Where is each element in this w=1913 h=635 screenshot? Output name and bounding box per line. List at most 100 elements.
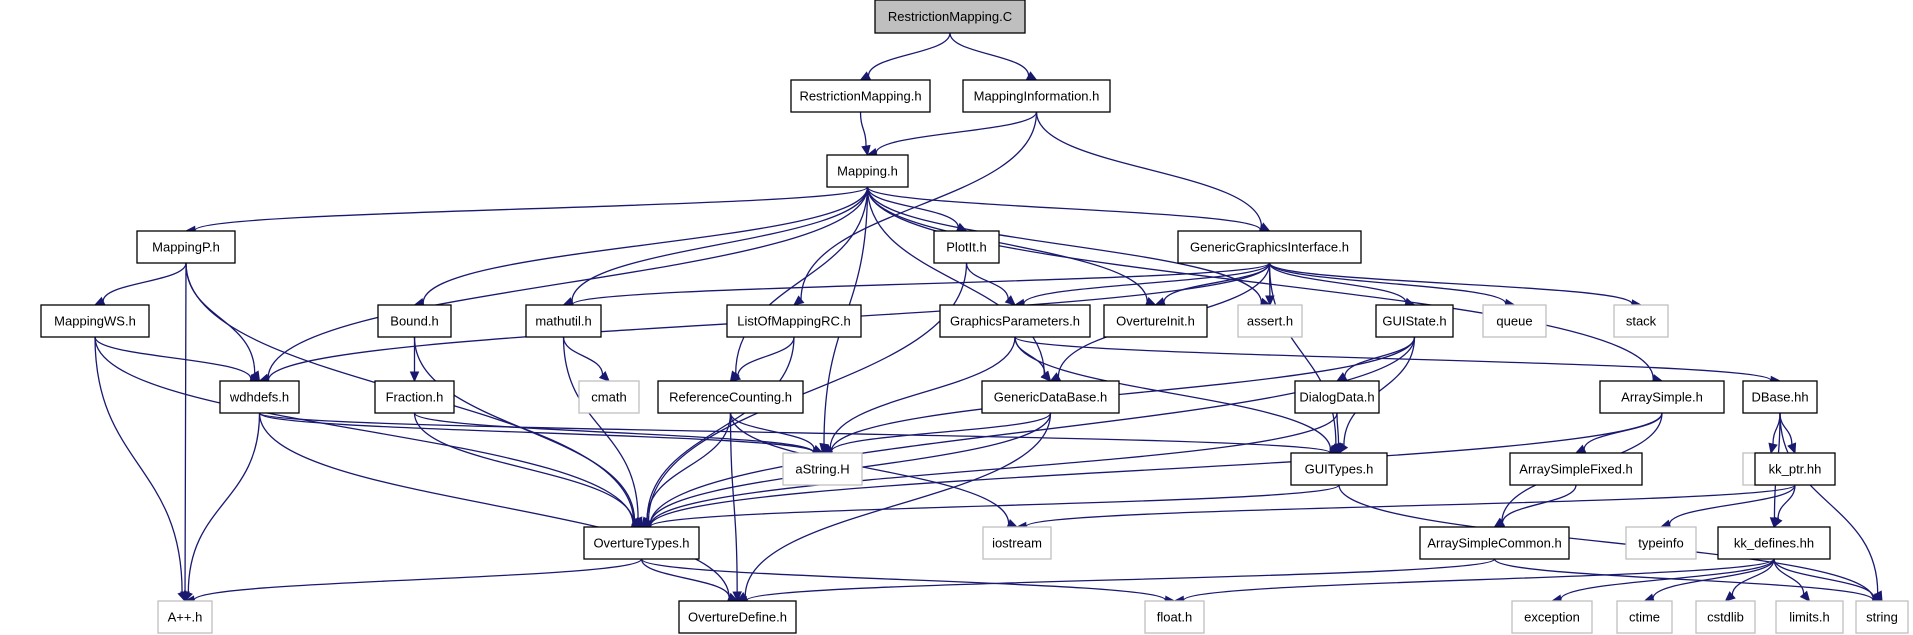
edge-refc-to-iostream	[729, 412, 1019, 528]
node-bound[interactable]: Bound.h	[377, 304, 452, 338]
node-kkptr[interactable]: kk_ptr.hh	[1754, 452, 1836, 486]
edge-mapping-to-mathutil	[562, 186, 869, 307]
node-mathutil[interactable]: mathutil.h	[525, 304, 602, 338]
node-ctime[interactable]: ctime	[1616, 600, 1673, 634]
node-label: PlotIt.h	[946, 240, 986, 255]
node-label: GUITypes.h	[1305, 462, 1374, 477]
node-box	[1616, 600, 1673, 634]
node-box	[678, 600, 797, 634]
node-cstdlib[interactable]: cstdlib	[1695, 600, 1756, 634]
node-ggi[interactable]: GenericGraphicsInterface.h	[1177, 230, 1362, 264]
node-box	[1754, 452, 1836, 486]
node-limits[interactable]: limits.h	[1775, 600, 1844, 634]
node-label: mathutil.h	[535, 314, 591, 329]
node-box	[1695, 600, 1756, 634]
node-box	[1237, 304, 1303, 338]
node-label: Mapping.h	[837, 164, 898, 179]
node-label: iostream	[992, 536, 1042, 551]
node-label: GraphicsParameters.h	[950, 314, 1080, 329]
node-label: wdhdefs.h	[229, 390, 289, 405]
node-box	[1375, 304, 1454, 338]
node-guitypes[interactable]: GUITypes.h	[1290, 452, 1388, 486]
node-refc[interactable]: ReferenceCounting.h	[657, 380, 804, 414]
node-box	[1290, 452, 1388, 486]
node-oinit[interactable]: OvertureInit.h	[1103, 304, 1208, 338]
node-label: ArraySimpleCommon.h	[1427, 536, 1561, 551]
node-wdhdefs[interactable]: wdhdefs.h	[219, 380, 300, 414]
edge-mapping-to-arraysimple	[866, 186, 1664, 384]
node-box	[1717, 526, 1831, 560]
node-mapping[interactable]: Mapping.h	[826, 154, 909, 188]
edge-mappingws-to-wdhdefs	[94, 336, 261, 384]
edge-mappingws-to-app	[94, 336, 187, 603]
node-label: DialogData.h	[1299, 390, 1374, 405]
node-string[interactable]: string	[1855, 600, 1909, 634]
node-kkdefines[interactable]: kk_defines.hh	[1717, 526, 1831, 560]
node-gp[interactable]: GraphicsParameters.h	[939, 304, 1091, 338]
node-box	[1613, 304, 1669, 338]
node-otypes[interactable]: OvertureTypes.h	[583, 526, 700, 560]
node-label: exception	[1524, 610, 1580, 625]
edge-kkptr-to-iostream	[1015, 484, 1796, 532]
node-cmath[interactable]: cmath	[578, 380, 640, 414]
node-mappingp[interactable]: MappingP.h	[136, 230, 236, 264]
node-assert[interactable]: assert.h	[1237, 304, 1303, 338]
node-queue[interactable]: queue	[1482, 304, 1547, 338]
node-typeinfo[interactable]: typeinfo	[1625, 526, 1697, 560]
edge-minfo-to-lomrc	[793, 111, 1038, 306]
node-box	[981, 380, 1120, 414]
node-float[interactable]: float.h	[1144, 600, 1205, 634]
node-rmh[interactable]: RestrictionMapping.h	[790, 79, 931, 113]
node-label: aString.H	[795, 462, 849, 477]
edge-dialog-to-otypes	[640, 412, 1338, 531]
edge-kkdefines-to-ctime	[1643, 558, 1775, 603]
node-label: typeinfo	[1638, 536, 1684, 551]
node-root[interactable]: RestrictionMapping.C	[874, 0, 1026, 34]
node-dbase[interactable]: DBase.hh	[1742, 380, 1818, 414]
edge-plotit-to-gp	[965, 262, 1016, 306]
edge-ggi-to-oinit	[1154, 262, 1271, 307]
node-box	[136, 230, 236, 264]
edge-kkdefines-to-cstdlib	[1724, 558, 1775, 602]
node-asfixed[interactable]: ArraySimpleFixed.h	[1509, 452, 1643, 486]
node-box	[1509, 452, 1643, 486]
node-box	[982, 526, 1052, 560]
node-label: RestrictionMapping.h	[799, 89, 921, 104]
node-astring[interactable]: aString.H	[782, 452, 863, 486]
node-arraysimple[interactable]: ArraySimple.h	[1599, 380, 1725, 414]
node-mappingws[interactable]: MappingWS.h	[40, 304, 150, 338]
node-box	[657, 380, 804, 414]
node-label: MappingP.h	[152, 240, 220, 255]
node-label: GenericGraphicsInterface.h	[1190, 240, 1349, 255]
edge-dialog-to-guitypes	[1333, 412, 1344, 455]
node-fraction[interactable]: Fraction.h	[374, 380, 455, 414]
node-box	[1855, 600, 1909, 634]
node-iostream[interactable]: iostream	[982, 526, 1052, 560]
node-gdb[interactable]: GenericDataBase.h	[981, 380, 1120, 414]
node-box	[1419, 526, 1570, 560]
node-box	[578, 380, 640, 414]
node-exception[interactable]: exception	[1511, 600, 1593, 634]
node-box	[1599, 380, 1725, 414]
node-label: limits.h	[1789, 610, 1829, 625]
node-plotit[interactable]: PlotIt.h	[933, 230, 1000, 264]
node-odefine[interactable]: OvertureDefine.h	[678, 600, 797, 634]
node-app[interactable]: A++.h	[157, 600, 213, 634]
edge-kkptr-to-typeinfo	[1659, 484, 1796, 529]
node-label: ArraySimpleFixed.h	[1519, 462, 1632, 477]
node-label: OvertureTypes.h	[593, 536, 689, 551]
node-lomrc[interactable]: ListOfMappingRC.h	[726, 304, 862, 338]
node-dialog[interactable]: DialogData.h	[1294, 380, 1380, 414]
node-minfo[interactable]: MappingInformation.h	[962, 79, 1111, 113]
edge-refc-to-odefine	[729, 412, 742, 603]
edge-gdb-to-odefine	[736, 412, 1052, 602]
edge-mappingp-to-wdhdefs	[185, 262, 261, 383]
node-label: MappingInformation.h	[974, 89, 1100, 104]
node-stack[interactable]: stack	[1613, 304, 1669, 338]
node-label: ArraySimple.h	[1621, 390, 1703, 405]
node-box	[374, 380, 455, 414]
node-ascommon[interactable]: ArraySimpleCommon.h	[1419, 526, 1570, 560]
node-guistate[interactable]: GUIState.h	[1375, 304, 1454, 338]
node-box	[933, 230, 1000, 264]
edge-mathutil-to-cmath	[562, 336, 610, 382]
